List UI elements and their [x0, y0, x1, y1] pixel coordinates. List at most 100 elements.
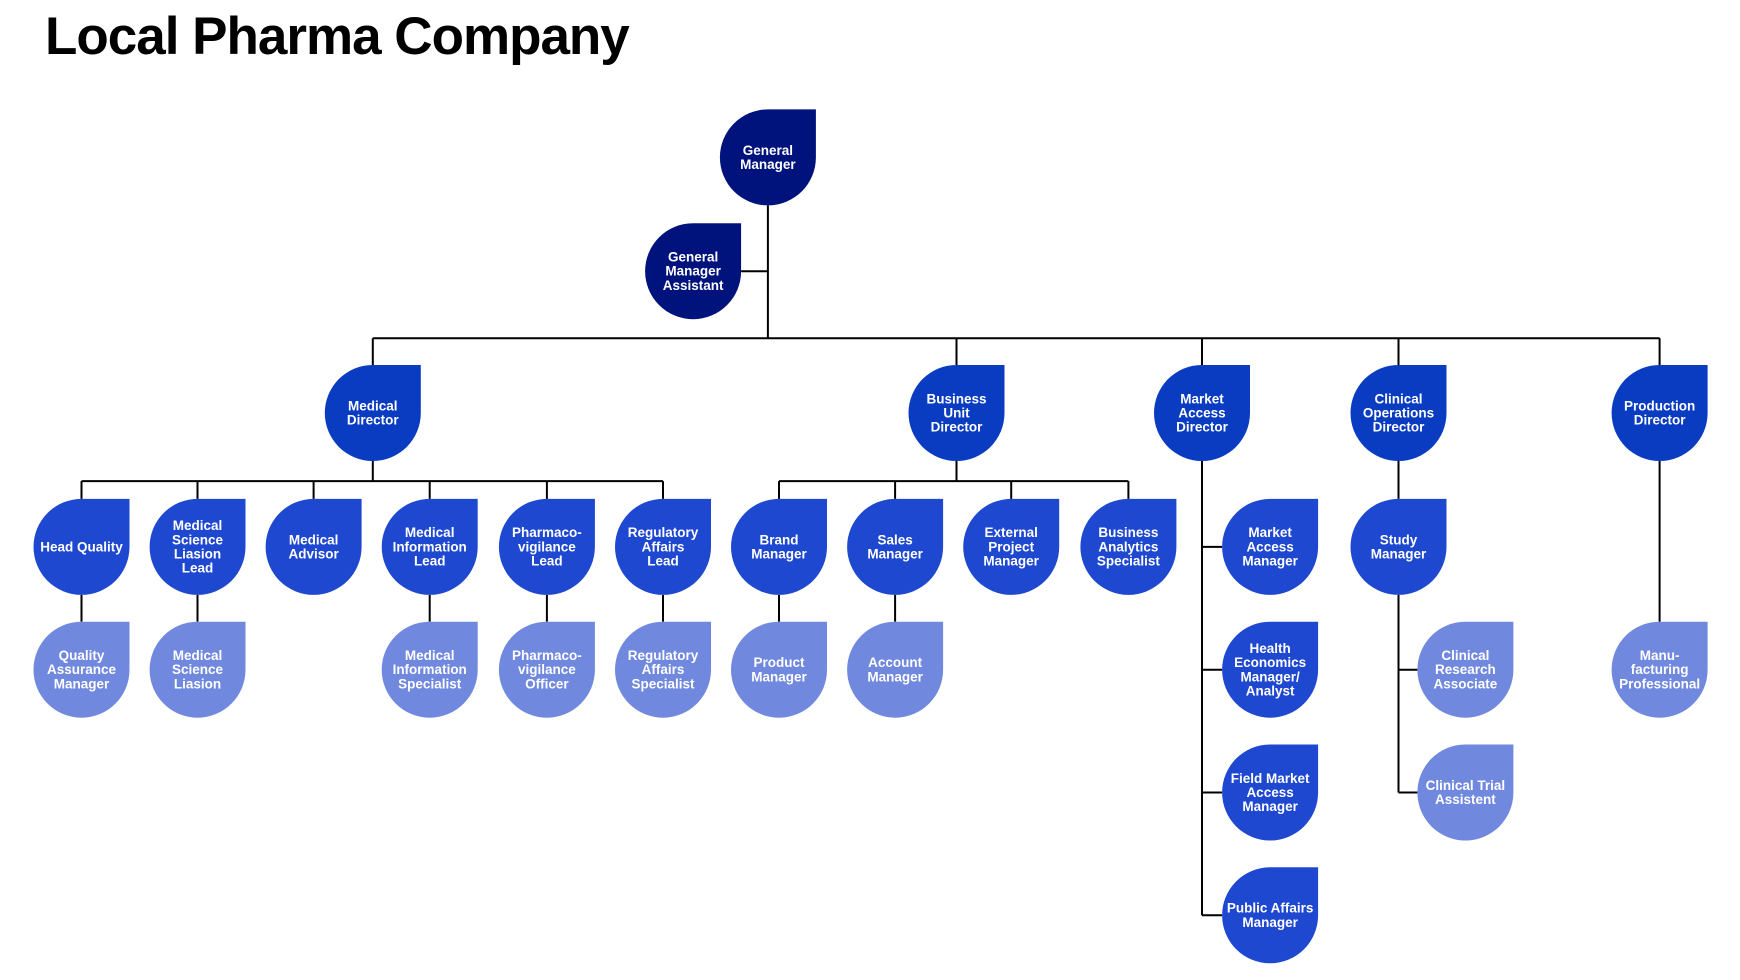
node-label-line: Quality: [59, 648, 105, 663]
node-shape: [498, 498, 595, 595]
node-label-line: General: [668, 250, 718, 265]
node-label-line: Access: [1178, 406, 1225, 421]
node-label-line: Manu-: [1640, 648, 1680, 663]
node-label-line: Account: [868, 655, 923, 670]
node-label-line: Director: [1373, 420, 1426, 435]
node-shape: [1222, 498, 1319, 595]
node-label-line: Manager: [1242, 799, 1298, 814]
node-shape: [33, 498, 130, 595]
node-label-line: Associate: [1434, 676, 1498, 691]
node-label-line: Lead: [531, 554, 563, 569]
node-label-line: Project: [988, 539, 1034, 554]
node-label-line: Regulatory: [628, 525, 699, 540]
node-label-line: Economics: [1234, 655, 1306, 670]
node-label-line: Lead: [647, 554, 679, 569]
node-label-line: Manager: [867, 669, 923, 684]
node-label-line: Field Market: [1231, 771, 1310, 786]
node-label-line: Assurance: [47, 662, 117, 677]
node-label-line: Brand: [759, 532, 798, 547]
node-shape: [149, 621, 246, 718]
node-label-line: Study: [1380, 532, 1418, 547]
node-label-line: Information: [393, 662, 467, 677]
node-label-line: Liasion: [174, 676, 221, 691]
node-label-line: Science: [172, 532, 224, 547]
node-shape: [1080, 498, 1177, 595]
node-label-line: Business: [926, 391, 986, 406]
node-label-line: Access: [1246, 539, 1293, 554]
node-label-line: vigilance: [518, 539, 576, 554]
node-label-line: Regulatory: [628, 648, 699, 663]
node-label-line: Clinical Trial: [1426, 778, 1506, 793]
node-label-line: Assistent: [1435, 792, 1496, 807]
node-label-line: Medical: [405, 648, 455, 663]
org-nodes: GeneralManagerGeneralManagerAssistantMed…: [33, 109, 1708, 964]
node-shape: [645, 223, 742, 320]
node-label-line: Pharmaco-: [512, 525, 582, 540]
node-label-line: Research: [1435, 662, 1496, 677]
node-label-line: External: [985, 525, 1038, 540]
node-shape: [731, 621, 827, 718]
node-label-line: Director: [931, 420, 984, 435]
node-label-line: Market: [1180, 391, 1224, 406]
node-label-line: Health: [1249, 641, 1290, 656]
node-label-line: Product: [753, 655, 805, 670]
node-label-line: Director: [1176, 420, 1229, 435]
node-label-line: Clinical: [1441, 648, 1489, 663]
node-label-line: Manager: [867, 547, 923, 562]
node-label-line: Medical: [173, 648, 223, 663]
node-shape: [1611, 621, 1708, 718]
node-shape: [149, 498, 246, 595]
node-label-line: Clinical: [1374, 391, 1422, 406]
node-label-line: Officer: [525, 676, 569, 691]
node-shape: [719, 109, 816, 206]
node-label-line: Manager: [740, 157, 796, 172]
node-label-line: Affairs: [642, 539, 685, 554]
node-shape: [381, 621, 478, 718]
node-shape: [1611, 365, 1708, 461]
node-shape: [1222, 621, 1319, 718]
node-label-line: Information: [393, 539, 467, 554]
node-shape: [1417, 621, 1514, 718]
node-label-line: Sales: [877, 532, 912, 547]
node-label-line: Science: [172, 662, 224, 677]
node-shape: [1222, 867, 1319, 964]
node-label-line: vigilance: [518, 662, 576, 677]
node-label-line: Analyst: [1246, 684, 1295, 699]
node-label-line: Specialist: [1097, 554, 1161, 569]
node-shape: [33, 621, 130, 718]
node-label-line: Manager: [54, 676, 110, 691]
node-label-line: facturing: [1631, 662, 1689, 677]
node-label-line: Professional: [1619, 676, 1700, 691]
node-label-line: Director: [1634, 413, 1687, 428]
node-shape: [847, 498, 944, 595]
node-head-quality: Head Quality: [33, 498, 130, 595]
node-label-line: Unit: [943, 406, 970, 421]
node-label-line: Manager/: [1240, 669, 1300, 684]
node-label-line: Manager: [1242, 554, 1298, 569]
node-label-line: Head Quality: [40, 539, 123, 554]
node-shape: [381, 498, 478, 595]
node-label-line: Production: [1624, 398, 1695, 413]
node-label-line: Manager: [751, 669, 807, 684]
node-shape: [324, 365, 421, 461]
